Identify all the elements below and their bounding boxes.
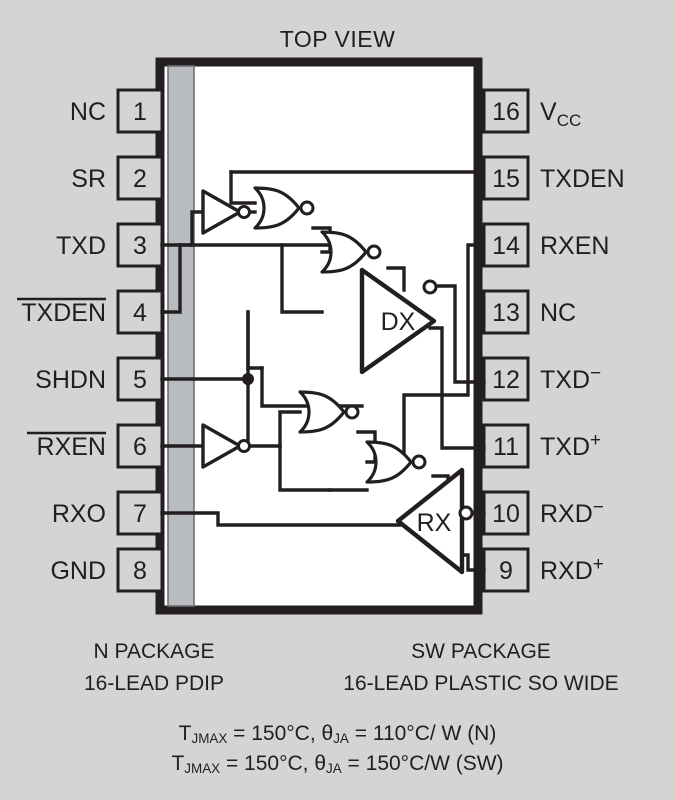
pin-label-2: SR [71,165,106,193]
thermal-sw-theta: θ [314,752,327,775]
sw-package-title: SW PACKAGE [411,640,551,663]
nor-gate-1 [253,186,315,230]
pin-box-4 [116,289,164,335]
pin-box-1 [116,88,164,134]
left-pin-boxes [116,88,164,593]
pin-box-2 [116,155,164,201]
internal-wiring [160,170,486,572]
pin-label-16: VCC [540,98,581,130]
thermal-sw-t: T [171,752,185,775]
pin-box-9 [482,547,530,593]
pin-label-10: RXD− [540,497,604,528]
n-package-title: N PACKAGE [93,640,215,663]
pin-label-11: TXD+ [540,430,601,461]
thermal-sw-theta-sub: JA [326,760,342,776]
inverter-txd [201,189,251,235]
right-pin-labels: VCC TXDEN RXEN NC TXD− TXD+ RXD− RXD+ [540,98,625,585]
left-pin-labels: NC SR TXD TXDEN SHDN RXEN RXO GND [17,98,106,585]
pin-label-12: TXD− [540,363,601,394]
pin-number-6: 6 [133,433,147,461]
pin-number-14: 14 [492,232,520,260]
pin-box-10 [482,490,530,536]
n-package-subtitle: 16-LEAD PDIP [83,672,225,695]
left-pin-numbers: 1 2 3 4 5 6 7 8 [133,98,147,585]
pin-box-15 [482,155,530,201]
pin-box-3 [116,222,164,268]
pin-label-15: TXDEN [540,165,625,193]
pin-label-3: TXD [56,232,106,260]
nor-gate-3 [298,390,360,434]
pin-number-4: 4 [133,299,147,327]
pin-label-9: RXD+ [540,554,604,585]
pin-box-13 [482,289,530,335]
thermal-spec-n: TJMAX = 150°C, θJA = 110°C/ W (N) [0,722,675,746]
pin-number-8: 8 [133,557,147,585]
pin-number-11: 11 [493,433,519,461]
inverter-rxen [201,423,251,469]
nor-gate-2 [320,230,382,274]
pin-label-4: TXDEN [21,299,106,327]
thermal-n-t: T [178,722,192,745]
pin-label-1: NC [70,98,106,126]
pin-label-6: RXEN [37,433,106,461]
pin-number-13: 13 [492,299,520,327]
right-pin-boxes [482,88,530,593]
pin-number-1: 1 [133,98,147,126]
pin-box-12 [482,356,530,402]
pin-number-10: 10 [492,500,520,528]
pin-number-15: 15 [492,165,520,193]
nor-gate-4 [365,440,427,484]
thermal-n-theta: θ [321,722,334,745]
sw-package-subtitle: 16-LEAD PLASTIC SO WIDE [343,672,619,695]
pin-number-3: 3 [133,232,147,260]
pin-label-8: GND [50,557,106,585]
right-pin-numbers: 16 15 14 13 12 11 10 9 [492,98,520,585]
thermal-spec-sw: TJMAX = 150°C, θJA = 150°C/W (SW) [0,752,675,776]
pin-label-14: RXEN [540,232,609,260]
pin-number-2: 2 [133,165,147,193]
rx-label: RX [417,509,452,537]
pin-label-7: RXO [52,500,106,528]
dx-label: DX [381,308,416,336]
pin-number-7: 7 [133,500,147,528]
thermal-n-t-sub: JMAX [191,730,228,746]
thermal-sw-theta-value: = 150°C/W (SW) [341,752,504,775]
pin-box-14 [482,222,530,268]
dx-driver-block: DX [359,267,438,375]
thermal-n-theta-sub: JA [333,730,349,746]
pin-number-16: 16 [492,98,520,126]
pin-box-6 [116,423,164,469]
pin-box-16 [482,88,530,134]
pin-box-8 [116,547,164,593]
pin-number-5: 5 [133,366,147,394]
package-notch [167,65,195,607]
thermal-sw-t-value: = 150°C, [220,752,315,775]
rx-receiver-block: RX [395,467,474,575]
thermal-n-theta-value: = 110°C/ W (N) [348,722,497,745]
thermal-n-t-value: = 150°C, [227,722,322,745]
pin-label-5: SHDN [35,366,106,394]
thermal-sw-t-sub: JMAX [184,760,221,776]
page-title: TOP VIEW [279,26,396,52]
pin-number-9: 9 [499,557,513,585]
pin-number-12: 12 [492,366,520,394]
pin-label-13: NC [540,299,576,327]
pin-box-11 [482,423,530,469]
